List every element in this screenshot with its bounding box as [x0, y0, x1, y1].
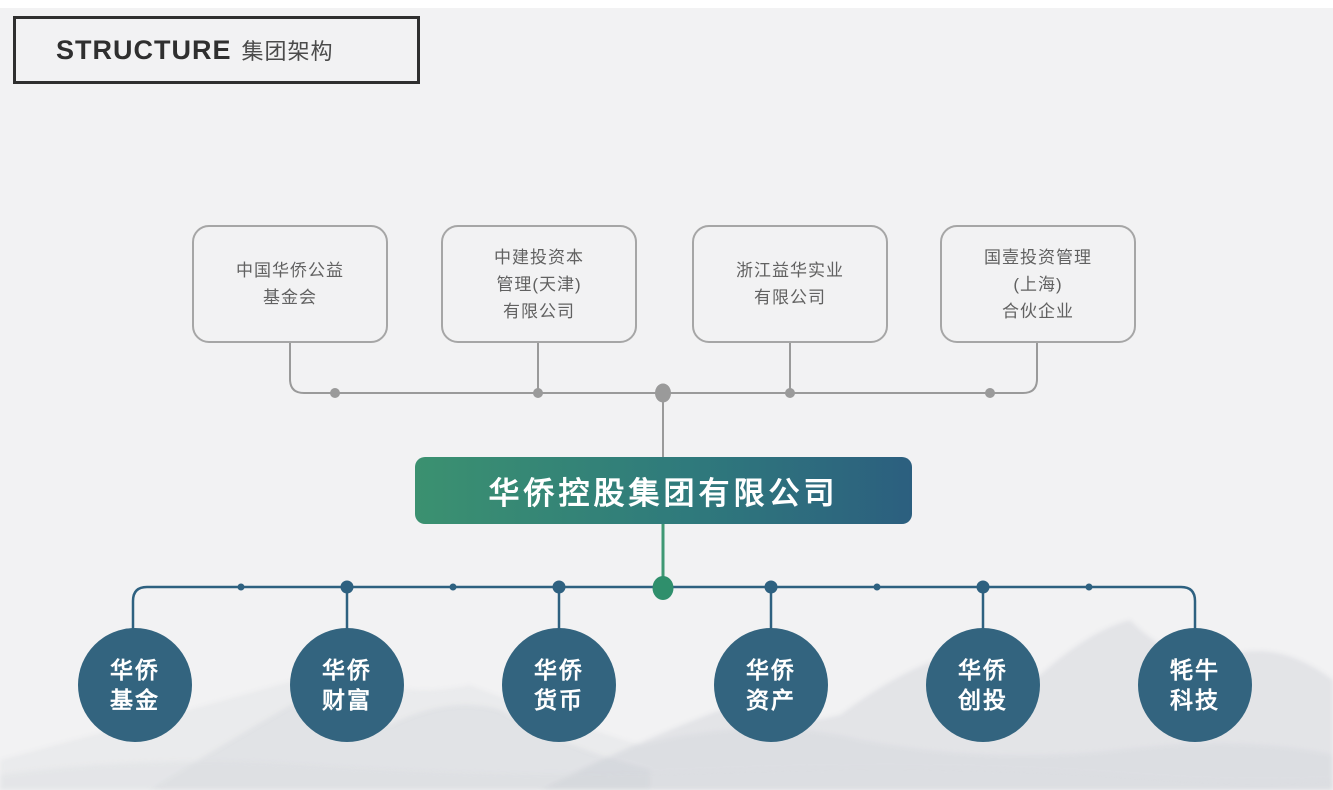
- parent-node-zhejiang-yihua: 浙江益华实业 有限公司: [692, 225, 888, 343]
- parent-node-zhongguo-huaqiao-foundation: 中国华侨公益 基金会: [192, 225, 388, 343]
- center-green-dot: [652, 576, 674, 600]
- subsidiary-node-huaqiao-jijin: 华侨 基金: [78, 628, 192, 742]
- subsidiary-label-line: 华侨: [746, 657, 796, 683]
- subsidiary-label-line: 资产: [746, 687, 796, 713]
- subsidiary-node-huaqiao-caifu: 华侨 财富: [290, 628, 404, 742]
- subsidiary-label-line: 创投: [958, 687, 1008, 713]
- parent-node-zhongjian-capital: 中建投资本 管理(天津) 有限公司: [441, 225, 637, 343]
- parent-node-label-line: 中国华侨公益: [236, 261, 344, 280]
- subsidiary-label-line: 科技: [1170, 687, 1220, 713]
- subsidiary-label-line: 牦牛: [1170, 657, 1220, 683]
- subsidiary-label-line: 华侨: [322, 657, 372, 683]
- company-node-label: 华侨控股集团有限公司: [488, 476, 839, 511]
- parent-node-label-line: 合伙企业: [1002, 301, 1074, 321]
- section-title: STRUCTURE 集团架构: [13, 16, 420, 84]
- top-bus-dots: [330, 383, 995, 403]
- parent-node-label-line: (上海): [1013, 274, 1063, 294]
- subsidiary-node-huaqiao-zichan: 华侨 资产: [714, 628, 828, 742]
- subsidiary-label-line: 基金: [110, 687, 160, 713]
- parent-node-label-line: 浙江益华实业: [736, 261, 844, 280]
- bottom-bus-dots: [237, 580, 1093, 594]
- subsidiary-label-line: 华侨: [110, 657, 160, 683]
- parent-node-label-line: 基金会: [263, 288, 317, 307]
- subsidiary-label-line: 货币: [534, 687, 584, 713]
- subsidiary-label-line: 华侨: [534, 657, 584, 683]
- section-title-en: STRUCTURE: [56, 34, 232, 65]
- company-node: 华侨控股集团有限公司: [415, 457, 912, 524]
- subsidiary-node-huaqiao-chuangtou: 华侨 创投: [926, 628, 1040, 742]
- parent-node-label-line: 国壹投资管理: [984, 247, 1092, 267]
- parent-node-label-line: 有限公司: [503, 301, 575, 321]
- section-title-zh: 集团架构: [241, 39, 334, 64]
- subsidiary-node-maoniu-keji: 牦牛 科技: [1138, 628, 1252, 742]
- parent-node-label-line: 有限公司: [754, 288, 826, 307]
- parent-node-label-line: 中建投资本: [494, 247, 584, 267]
- subsidiary-node-huaqiao-huobi: 华侨 货币: [502, 628, 616, 742]
- parent-node-guoyi-investment: 国壹投资管理 (上海) 合伙企业: [940, 225, 1136, 343]
- parent-node-label-line: 管理(天津): [496, 274, 582, 294]
- subsidiary-label-line: 华侨: [958, 657, 1008, 683]
- subsidiary-label-line: 财富: [322, 687, 372, 713]
